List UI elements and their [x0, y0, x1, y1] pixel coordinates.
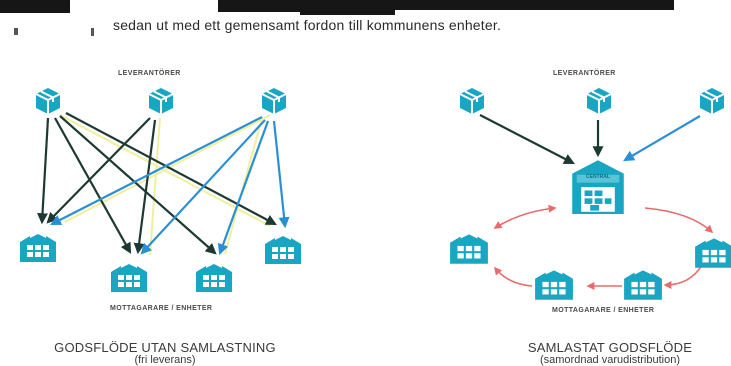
right-caption-subtitle: (samordnad varudistribution) [539, 354, 680, 366]
left-receiver-1-building-icon [20, 234, 56, 262]
left-supplier-2-box-icon [148, 87, 174, 115]
right-supplier-3-box-icon [699, 87, 725, 115]
right-receivers-label: MOTTAGARARE / ENHETER [552, 307, 654, 314]
right-receiver-1-building-icon [450, 234, 488, 264]
right-receiver-4-building-icon [695, 238, 731, 268]
left-receiver-3-building-icon [196, 264, 232, 292]
right-receiver-3-building-icon [624, 270, 662, 300]
right-caption: SAMLASTAT GODSFLÖDE (samordnad varudistr… [495, 340, 725, 366]
left-caption: GODSFLÖDE UTAN SAMLASTNING (fri leverans… [45, 340, 285, 366]
left-suppliers-label: LEVERANTÖRER [118, 68, 181, 77]
right-suppliers-label: LEVERANTÖRER [553, 68, 616, 77]
left-caption-subtitle: (fri leverans) [134, 354, 196, 366]
left-supplier-3-box-icon [261, 87, 287, 115]
left-receiver-4-building-icon [265, 236, 301, 264]
redacted-text-top-right [378, 0, 674, 10]
left-arrows [37, 112, 290, 256]
right-hub-warehouse-icon [572, 160, 624, 214]
intro-text: sedan ut med ett gemensamt fordon till k… [113, 17, 502, 33]
bullet-mark [91, 28, 94, 36]
right-receiver-2-building-icon [535, 270, 573, 300]
right-supplier-1-box-icon [459, 87, 485, 115]
right-hub-label: CENTRAL [586, 174, 610, 180]
left-caption-title: GODSFLÖDE UTAN SAMLASTNING [54, 340, 276, 355]
left-supplier-1-box-icon [35, 87, 61, 115]
bullet-mark [14, 28, 18, 35]
left-receivers-label: MOTTAGARARE / ENHETER [110, 305, 212, 312]
right-arrows [479, 114, 714, 290]
right-caption-title: SAMLASTAT GODSFLÖDE [527, 340, 693, 355]
left-receiver-2-building-icon [111, 264, 147, 292]
redacted-text-top-center [300, 0, 395, 15]
right-supplier-2-box-icon [586, 87, 612, 115]
redacted-text-top-left [0, 0, 70, 13]
